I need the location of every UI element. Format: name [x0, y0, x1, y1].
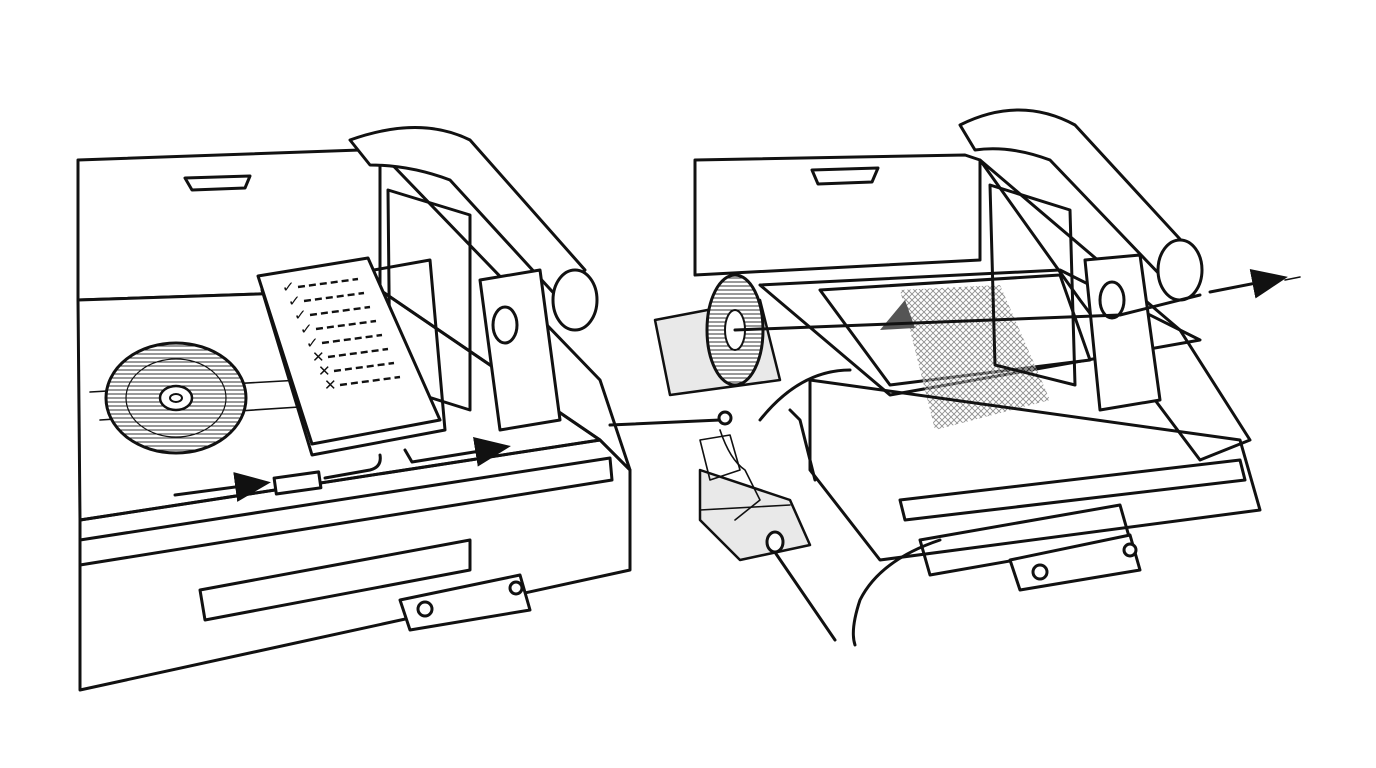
left-tray-bracket — [398, 573, 532, 632]
linkage-rod — [768, 543, 837, 642]
checklist-line-3 — [315, 319, 377, 331]
left-tray-hinge-arm — [348, 126, 587, 302]
checklist-mark-3: ✓ — [300, 320, 313, 338]
connecting-rod — [608, 418, 722, 427]
disc-icon — [104, 341, 248, 455]
left-tray-front-body — [78, 438, 632, 692]
checklist-mark-7: ✕ — [324, 376, 337, 394]
right-exit-arrow — [1208, 269, 1288, 299]
checklist-mark-4: ✓ — [306, 334, 319, 352]
left-tray-side-wall — [378, 150, 632, 472]
left-bracket-screw-icon — [416, 600, 434, 618]
right-tray-hinge-arm — [958, 108, 1192, 282]
linkage-base-plate — [698, 468, 812, 562]
right-tray-rim-notch — [810, 166, 880, 186]
checklist-mark-5: ✕ — [312, 348, 325, 366]
checklist: ✓✓✓✓✓✕✕✕ — [282, 277, 401, 394]
center-linkage — [608, 408, 837, 642]
right-tray-thread — [733, 293, 1202, 332]
left-flow-arrow-1 — [173, 472, 271, 502]
checklist-line-0 — [297, 277, 359, 289]
checklist-line-2 — [309, 305, 371, 317]
right-tray-back-wall — [693, 153, 982, 277]
checklist-line-4 — [321, 333, 383, 345]
left-tray-rim-notch — [183, 174, 252, 192]
right-tray-front-body — [808, 378, 1262, 562]
checklist-document-stack: ✓✓✓✓✓✕✕✕ — [256, 256, 447, 457]
right-hinge-roller-icon — [1156, 238, 1204, 302]
left-hinge-pivot-icon — [491, 305, 519, 345]
right-tray-upright-plate — [988, 183, 1077, 387]
checklist-line-6 — [333, 361, 395, 373]
checklist-line-7 — [339, 375, 401, 387]
checklist-line-5 — [327, 347, 389, 359]
left-tray-bottom-rail — [198, 538, 472, 622]
right-tray-bracket — [1008, 533, 1142, 592]
checklist-mark-2: ✓ — [294, 306, 307, 324]
right-bracket-screw-icon — [1031, 563, 1049, 581]
checklist-line-1 — [303, 291, 365, 303]
left-tray: ✓✓✓✓✓✕✕✕ — [76, 126, 632, 692]
left-flow-arrow-2 — [403, 436, 511, 467]
left-hinge-roller-icon — [551, 268, 599, 332]
right-tray-link-wire — [758, 368, 852, 422]
left-flow-path — [323, 453, 382, 480]
linkage-spring-icon — [765, 530, 785, 554]
right-tray-hinge-plate — [1083, 253, 1162, 412]
left-bracket-screw2-icon — [508, 580, 524, 596]
checklist-mark-0: ✓ — [282, 278, 295, 296]
checklist-mark-1: ✓ — [288, 292, 301, 310]
right-tray — [653, 108, 1301, 647]
left-flow-connector-icon — [272, 470, 323, 496]
right-hinge-pivot-icon — [1098, 280, 1126, 320]
right-bracket-screw2-icon — [1122, 542, 1138, 558]
right-tray-cable — [851, 538, 942, 647]
checklist-mark-6: ✕ — [318, 362, 331, 380]
